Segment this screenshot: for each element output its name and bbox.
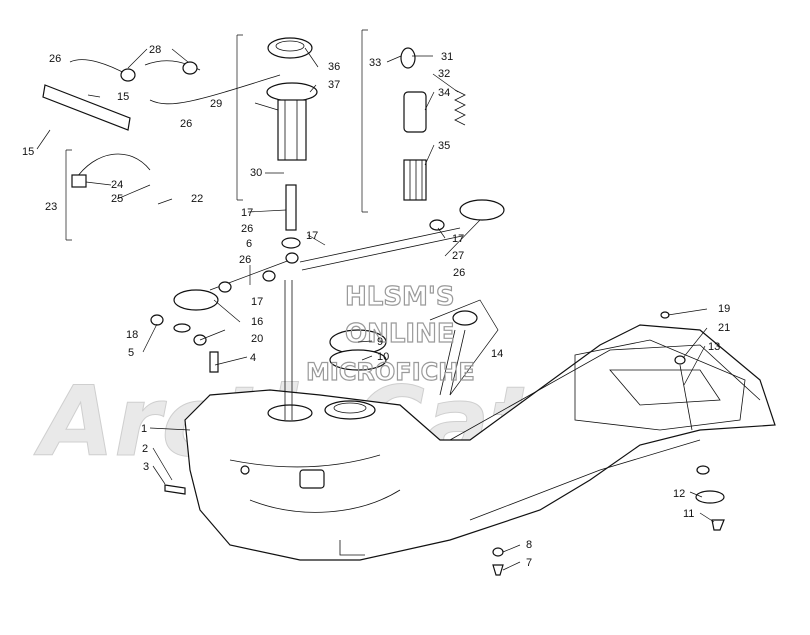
callout-14: 14 <box>491 348 503 360</box>
watermark-line-1: HLSM'S <box>345 282 455 312</box>
callout-17-center: 17 <box>306 230 318 242</box>
callout-31: 31 <box>441 51 453 63</box>
fuel-rail-and-hoses <box>42 59 281 241</box>
hlsm-watermark: HLSM'S ONLINE MICROFICHE <box>305 281 475 386</box>
callout-16: 16 <box>251 316 263 328</box>
callout-17-pump: 17 <box>241 207 253 219</box>
callout-18: 18 <box>126 329 138 341</box>
filler-neck-assembly <box>164 311 725 576</box>
watermark-line-3: MICROFICHE <box>306 358 475 386</box>
callout-17-left: 17 <box>251 296 263 308</box>
callout-30: 30 <box>250 167 262 179</box>
callout-6: 6 <box>246 238 252 250</box>
callout-5: 5 <box>128 347 134 359</box>
callout-33: 33 <box>369 57 381 69</box>
fuel-pump-assembly <box>236 34 318 249</box>
callout-26-topleft: 26 <box>49 53 61 65</box>
callout-22: 22 <box>191 193 203 205</box>
callout-28: 28 <box>149 44 161 56</box>
callout-19: 19 <box>718 303 730 315</box>
callout-2: 2 <box>142 443 148 455</box>
callout-4: 4 <box>250 352 256 364</box>
callout-13: 13 <box>708 341 720 353</box>
callout-10: 10 <box>377 351 389 363</box>
callout-29: 29 <box>210 98 222 110</box>
callout-36: 36 <box>328 61 340 73</box>
callout-labels: 1 2 3 4 5 6 7 8 9 10 11 12 13 14 15 15 1… <box>22 44 730 569</box>
leader-lines <box>36 47 715 571</box>
callout-37: 37 <box>328 79 340 91</box>
callout-3: 3 <box>143 461 149 473</box>
callout-26-right: 26 <box>453 267 465 279</box>
callout-8: 8 <box>526 539 532 551</box>
callout-21: 21 <box>718 322 730 334</box>
callout-15-upper: 15 <box>117 91 129 103</box>
callout-24: 24 <box>111 179 123 191</box>
watermark-line-2: ONLINE <box>345 319 455 349</box>
fuel-lines <box>150 199 505 420</box>
callout-23: 23 <box>45 201 57 213</box>
callout-1: 1 <box>141 423 147 435</box>
callout-9: 9 <box>377 336 383 348</box>
callout-20: 20 <box>251 333 263 345</box>
callout-26-pump: 26 <box>241 223 253 235</box>
callout-34: 34 <box>438 87 450 99</box>
pump-internals-detail <box>361 29 466 213</box>
fuel-tank-body <box>184 324 776 561</box>
callout-32: 32 <box>438 68 450 80</box>
callout-12: 12 <box>673 488 685 500</box>
callout-27: 27 <box>452 250 464 262</box>
callout-26-left: 26 <box>239 254 251 266</box>
callout-26-hose: 26 <box>180 118 192 130</box>
callout-7: 7 <box>526 557 532 569</box>
callout-15-lower: 15 <box>22 146 34 158</box>
callout-11: 11 <box>683 508 694 520</box>
callout-35: 35 <box>438 140 450 152</box>
callout-17-right: 17 <box>452 233 464 245</box>
callout-25: 25 <box>111 193 123 205</box>
